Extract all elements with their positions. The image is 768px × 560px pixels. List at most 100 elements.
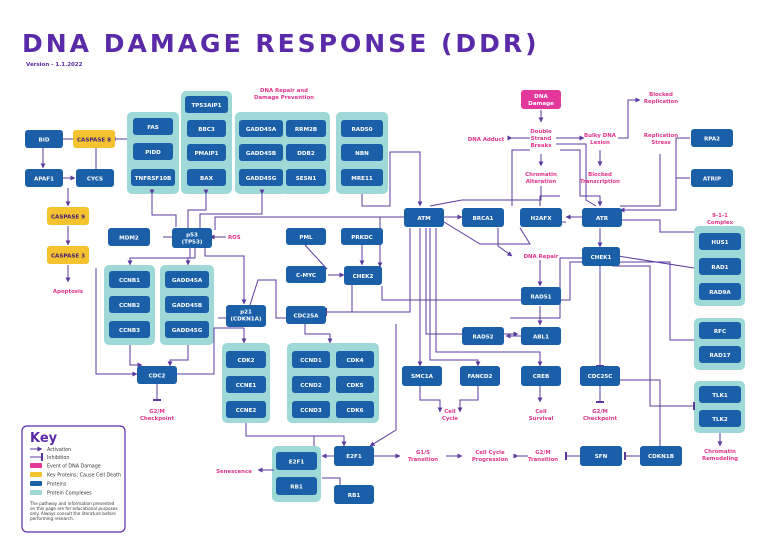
node-caspase-8[interactable]: CASPASE 8 <box>73 130 115 148</box>
node-bbc3[interactable]: BBC3 <box>187 120 226 137</box>
node-abl1[interactable]: ABL1 <box>521 327 561 345</box>
node-pml[interactable]: PML <box>286 228 326 245</box>
node-rad52[interactable]: RAD52 <box>462 327 504 345</box>
node-bid[interactable]: BID <box>25 130 63 148</box>
node-p21[interactable]: p21(CDKN1A) <box>226 305 266 327</box>
svg-text:C-MYC: C-MYC <box>296 273 316 279</box>
label-dna-repair: DNA Repair <box>524 254 559 260</box>
node-cdk6[interactable]: CDK6 <box>336 401 374 418</box>
svg-text:MRE11: MRE11 <box>351 176 373 182</box>
node-gadd45g-top[interactable]: GADD45G <box>239 169 283 186</box>
legend-activation: Activation <box>47 447 71 453</box>
node-cdc2[interactable]: CDC2 <box>137 366 177 384</box>
node-gadd45g[interactable]: GADD45G <box>165 321 209 338</box>
node-ccnd1[interactable]: CCND1 <box>292 351 330 368</box>
svg-text:FAS: FAS <box>147 125 159 131</box>
node-tp53aip1[interactable]: TP53AIP1 <box>185 96 228 113</box>
svg-text:CASPASE 9: CASPASE 9 <box>51 215 85 221</box>
node-atm[interactable]: ATM <box>404 208 444 227</box>
label-cell-cycle-1: Cell <box>444 409 455 415</box>
node-gadd45a[interactable]: GADD45A <box>165 271 209 288</box>
node-nbn[interactable]: NBN <box>341 144 383 161</box>
node-ccnb2[interactable]: CCNB2 <box>109 296 150 313</box>
node-prkdc[interactable]: PRKDC <box>341 228 383 245</box>
node-rad50[interactable]: RAD50 <box>341 120 383 137</box>
node-p53[interactable]: p53(TP53) <box>172 228 212 248</box>
pathway-edges <box>40 97 723 491</box>
node-fas[interactable]: FAS <box>133 118 173 135</box>
svg-text:DDB2: DDB2 <box>297 151 315 157</box>
node-cdk2[interactable]: CDK2 <box>226 351 266 368</box>
node-e2f1-complex[interactable]: E2F1 <box>276 452 317 470</box>
node-cdk4[interactable]: CDK4 <box>336 351 374 368</box>
node-rad1[interactable]: RAD1 <box>699 258 741 275</box>
node-cdkn1b[interactable]: CDKN1B <box>640 446 682 466</box>
node-ccnb3[interactable]: CCNB3 <box>109 321 150 338</box>
node-c-myc[interactable]: C-MYC <box>286 266 326 283</box>
node-cdc25a[interactable]: CDC25A <box>286 306 326 324</box>
node-caspase-3[interactable]: CASPASE 3 <box>47 246 89 264</box>
node-gadd45a-top[interactable]: GADD45A <box>239 120 283 137</box>
node-rb1[interactable]: RB1 <box>334 485 374 504</box>
version-label: Version - 1.1.2022 <box>26 62 83 68</box>
legend-inhibition: Inhibition <box>47 455 69 461</box>
node-pidd[interactable]: PIDD <box>133 143 173 160</box>
svg-text:TNFRSF10B: TNFRSF10B <box>135 176 172 182</box>
node-e2f1[interactable]: E2F1 <box>334 446 374 466</box>
node-rad9a[interactable]: RAD9A <box>699 283 741 300</box>
node-ccnb1[interactable]: CCNB1 <box>109 271 150 288</box>
node-rad51[interactable]: RAD51 <box>521 287 561 305</box>
node-fancd2[interactable]: FANCD2 <box>460 366 500 386</box>
node-ccnd2[interactable]: CCND2 <box>292 376 330 393</box>
svg-text:PML: PML <box>299 235 313 241</box>
node-cycs[interactable]: CYCS <box>76 169 114 187</box>
node-ccne2[interactable]: CCNE2 <box>226 401 266 418</box>
svg-text:CCNB2: CCNB2 <box>119 303 140 309</box>
node-smc1a[interactable]: SMC1A <box>402 366 442 386</box>
node-creb[interactable]: CREB <box>521 366 561 386</box>
node-h2afx[interactable]: H2AFX <box>520 208 562 227</box>
node-caspase-9[interactable]: CASPASE 9 <box>47 207 89 225</box>
node-brca1[interactable]: BRCA1 <box>462 208 504 227</box>
node-tnfrsf10b[interactable]: TNFRSF10B <box>131 169 175 186</box>
svg-text:RFC: RFC <box>714 329 726 335</box>
node-cdk5[interactable]: CDK5 <box>336 376 374 393</box>
node-apaf1[interactable]: APAF1 <box>25 169 63 187</box>
node-mdm2[interactable]: MDM2 <box>108 228 150 246</box>
node-ddb2[interactable]: DDB2 <box>286 144 326 161</box>
node-hus1[interactable]: HUS1 <box>699 233 741 250</box>
svg-text:CCNB1: CCNB1 <box>119 278 140 284</box>
svg-text:TLK1: TLK1 <box>712 393 728 399</box>
node-mre11[interactable]: MRE11 <box>341 169 383 186</box>
node-gadd45b-top[interactable]: GADD45B <box>239 144 283 161</box>
node-tlk2[interactable]: TLK2 <box>699 410 741 427</box>
svg-text:SMC1A: SMC1A <box>411 374 434 380</box>
svg-text:TP53AIP1: TP53AIP1 <box>191 103 221 109</box>
node-rfc[interactable]: RFC <box>699 322 741 339</box>
node-atr[interactable]: ATR <box>582 208 622 227</box>
svg-text:CDC2: CDC2 <box>149 374 166 380</box>
node-gadd45b[interactable]: GADD45B <box>165 296 209 313</box>
node-cdc25c[interactable]: CDC25C <box>580 366 620 386</box>
svg-text:CASPASE 8: CASPASE 8 <box>77 138 111 144</box>
node-chek2[interactable]: CHEK2 <box>344 266 382 285</box>
node-chek1[interactable]: CHEK1 <box>582 247 620 266</box>
node-bax[interactable]: BAX <box>187 169 226 186</box>
svg-text:ATR: ATR <box>596 216 609 222</box>
label-chromatin-alt-1: Chromatin <box>525 172 557 178</box>
node-rad17[interactable]: RAD17 <box>699 346 741 363</box>
node-ccnd3[interactable]: CCND3 <box>292 401 330 418</box>
node-sfn[interactable]: SFN <box>580 446 622 466</box>
node-tlk1[interactable]: TLK1 <box>699 386 741 403</box>
node-atrip[interactable]: ATRIP <box>691 169 733 187</box>
node-rrm2b[interactable]: RRM2B <box>286 120 326 137</box>
svg-text:CCND2: CCND2 <box>300 383 322 389</box>
node-rb1-complex[interactable]: RB1 <box>276 477 317 495</box>
node-rpa2[interactable]: RPA2 <box>691 129 733 147</box>
node-ccne1[interactable]: CCNE1 <box>226 376 266 393</box>
node-pmaip1[interactable]: PMAIP1 <box>187 144 226 161</box>
node-sesn1[interactable]: SESN1 <box>286 169 326 186</box>
label-dna-repair-prevention-2: Damage Prevention <box>254 95 314 101</box>
